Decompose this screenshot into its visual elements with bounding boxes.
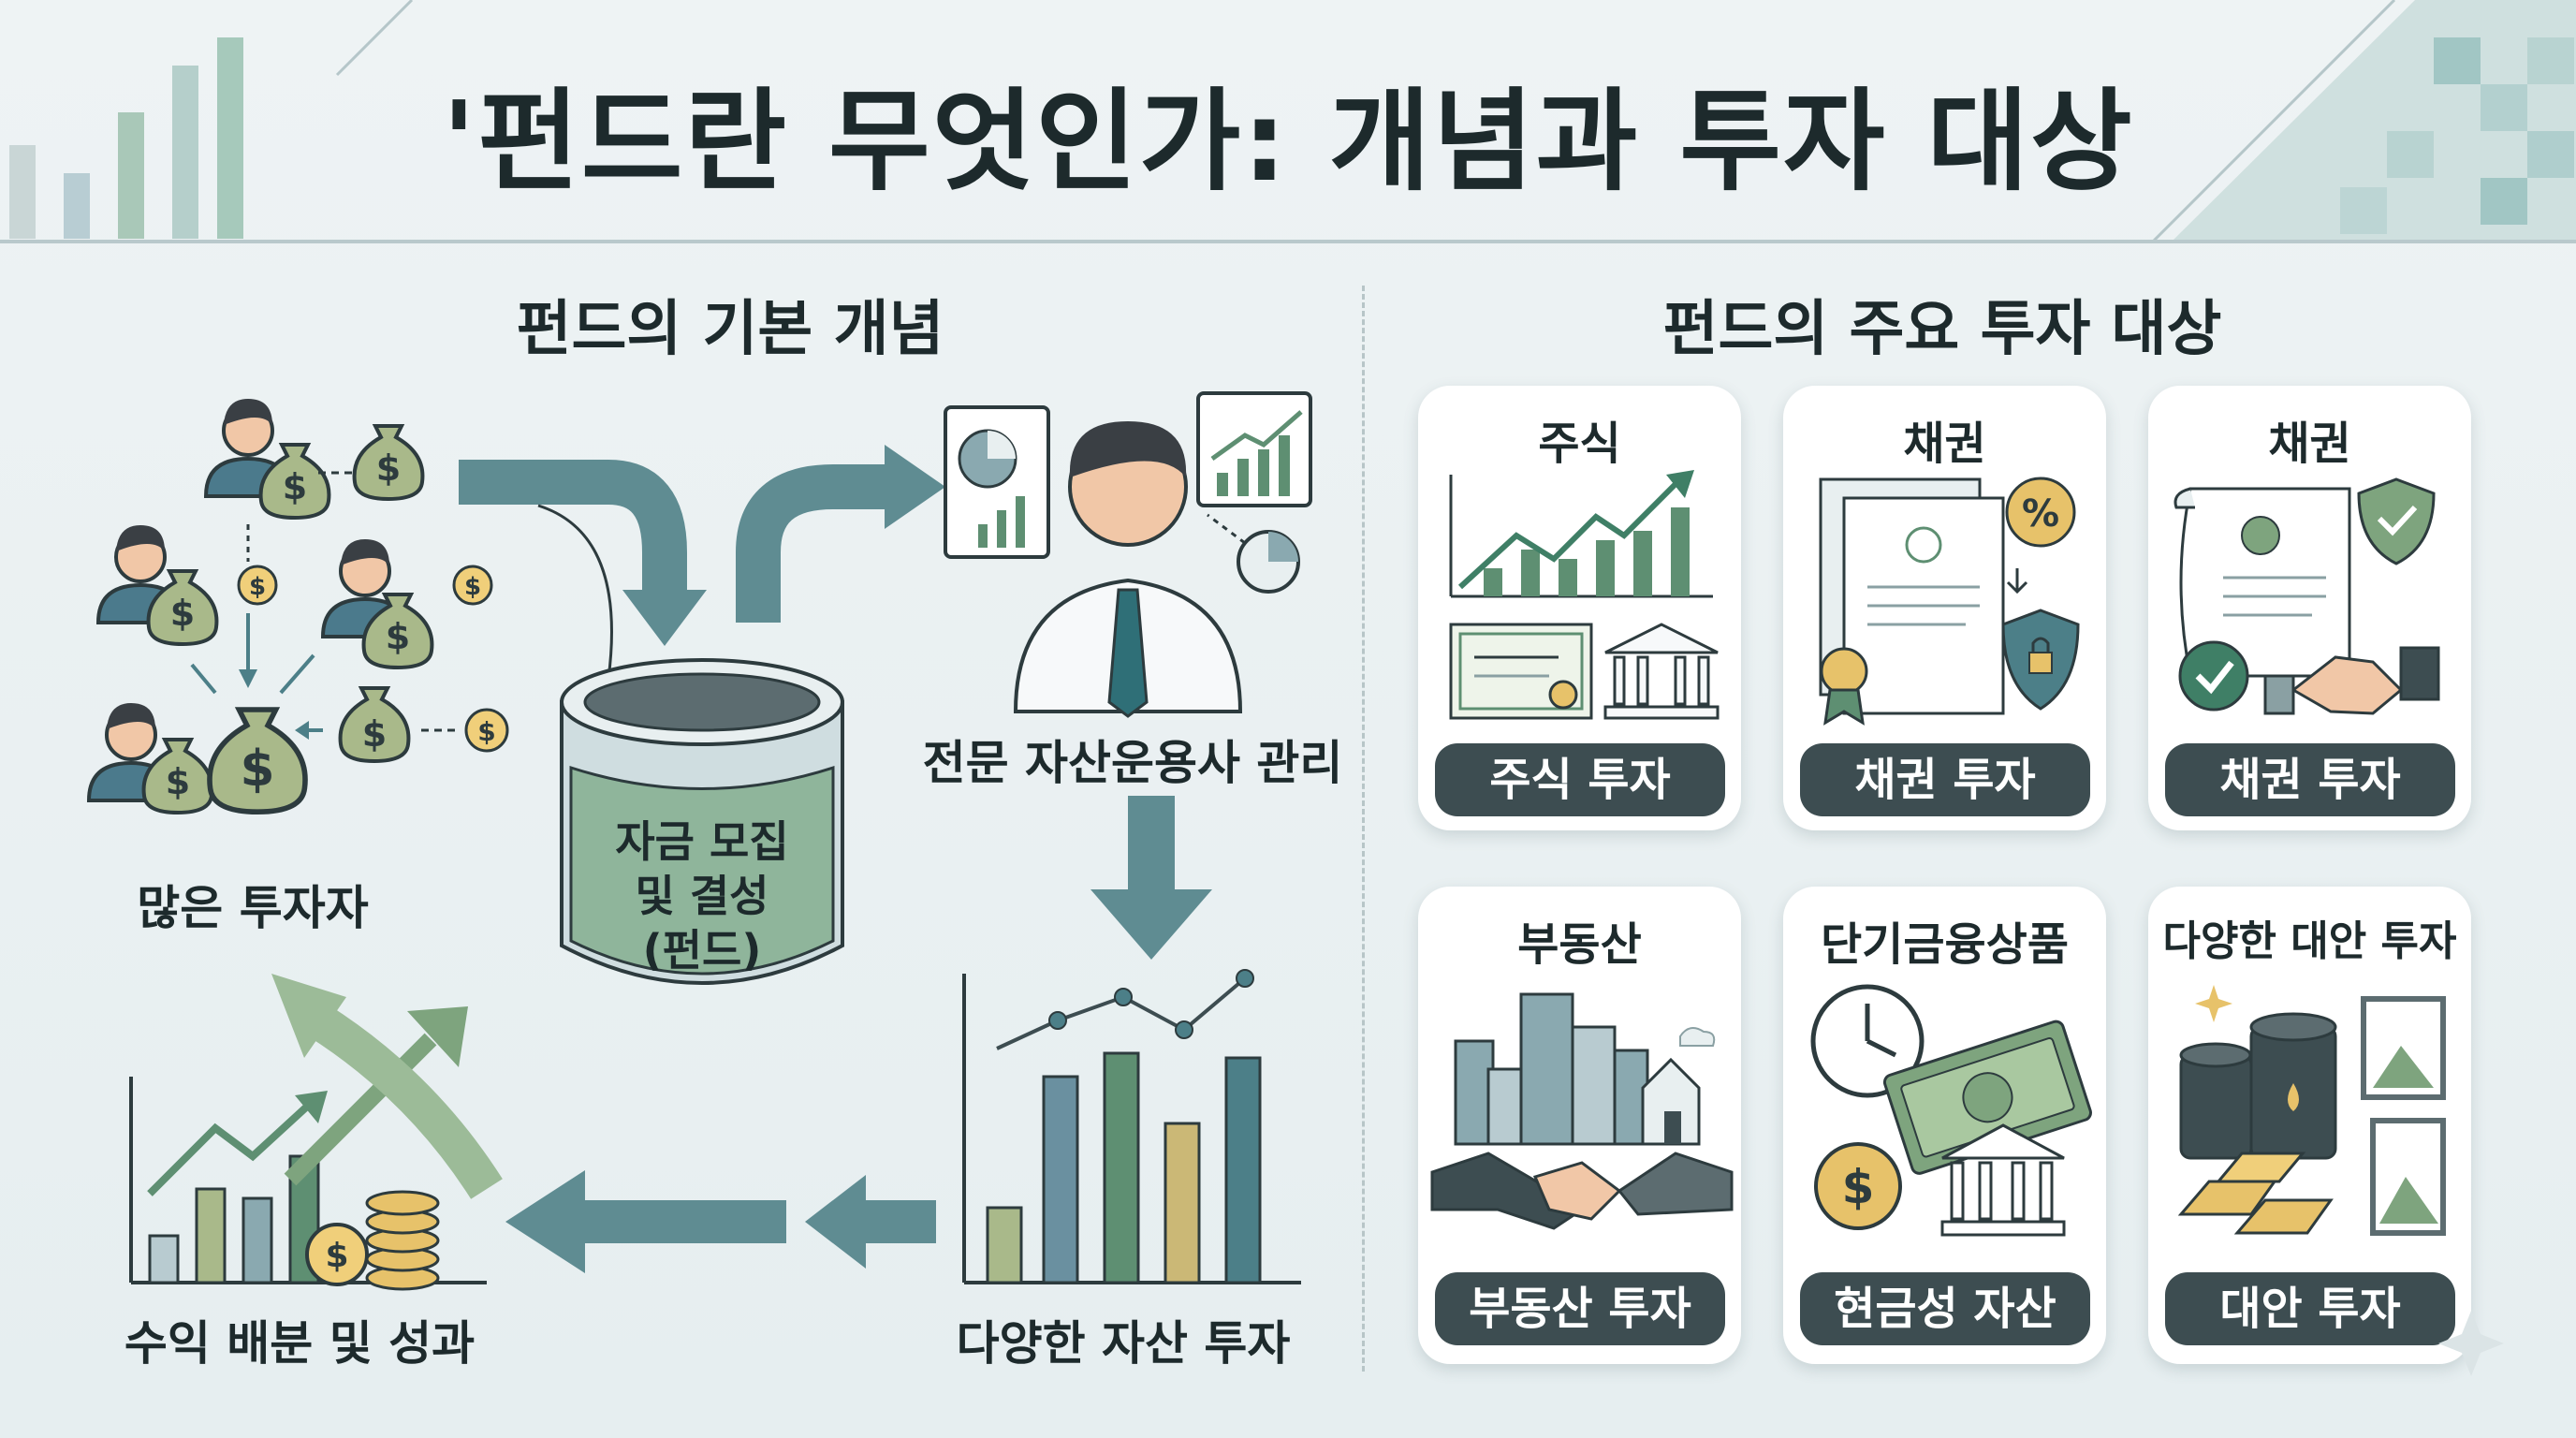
svg-text:$: $ [325,1237,348,1275]
bond-invest-button[interactable]: 채권 투자 [1800,743,2090,816]
card-title: 채권 [2268,418,2351,470]
return-flow-arrows [505,1170,936,1273]
svg-text:$: $ [362,713,387,755]
bond-invest-button-2[interactable]: 채권 투자 [2165,743,2455,816]
targets-section-title: 펀드의 주요 투자 대상 [1662,295,2222,364]
svg-text:%: % [2022,492,2059,536]
fund-pool-line-3: (펀드) [642,925,762,976]
fund-pool-line-2: 및 결성 [635,871,769,921]
card-stock[interactable]: 주식 주식 투자 [1418,386,1741,830]
down-flow-arrow [1090,796,1212,960]
real-estate-icon [1430,992,1734,1230]
flow-arrows-top [459,445,945,680]
investors-label: 많은 투자자 [137,881,369,935]
card-alternative[interactable]: 다양한 대안 투자 대안 투자 [2148,887,2471,1364]
card-title: 다양한 대안 투자 [2162,917,2457,965]
bond-document-icon: % [1819,477,2080,726]
cash-clock-icon: $ [1810,984,2092,1237]
corner-mosaic-decoration [2151,0,2576,243]
concept-section-title: 펀드의 기본 개념 [516,295,944,364]
asset-manager-illustration [944,391,1312,718]
sparkle-icon [2438,1311,2504,1376]
returns-chart: $ [129,974,503,1291]
bond-contract-icon [2174,477,2440,715]
card-title: 채권 [1903,418,1986,470]
header-rule [0,240,2576,243]
corner-bars-decoration [9,0,414,239]
card-bond-2[interactable]: 채권 채권 투자 [2148,386,2471,830]
card-bond[interactable]: 채권 % 채권 투자 [1783,386,2106,830]
card-title: 단기금융상품 [1821,918,2069,971]
card-title: 주식 [1538,418,1621,470]
diverse-assets-label: 다양한 자산 투자 [956,1316,1291,1371]
fund-pool-label: 자금 모집 및 결성 (펀드) [580,814,824,977]
fund-pot-icon [560,658,844,985]
fund-pool-line-1: 자금 모집 [615,816,789,867]
alternative-assets-icon [2177,985,2446,1236]
investors-illustration: $ $ [87,397,493,824]
card-real-estate[interactable]: 부동산 부동산 투자 [1418,887,1741,1364]
bag-coin-flow-icon: $ $ [295,686,509,764]
returns-label: 수익 배분 및 성과 [124,1316,476,1371]
alternative-invest-button[interactable]: 대안 투자 [2165,1272,2455,1345]
svg-text:$: $ [1842,1160,1875,1214]
card-short-term[interactable]: 단기금융상품 $ 현금성 자산 [1783,887,2106,1364]
asset-manager-label: 전문 자산운용사 관리 [922,736,1343,790]
stock-chart-icon [1449,470,1720,720]
stock-invest-button[interactable]: 주식 투자 [1435,743,1725,816]
svg-text:$: $ [477,716,495,747]
real-estate-invest-button[interactable]: 부동산 투자 [1435,1272,1725,1345]
page-title: '펀드란 무엇인가: 개념과 투자 대상 [442,77,2134,206]
card-title: 부동산 [1517,918,1642,971]
section-divider [1362,286,1365,1372]
cash-asset-button[interactable]: 현금성 자산 [1800,1272,2090,1345]
diverse-assets-chart [962,969,1301,1284]
